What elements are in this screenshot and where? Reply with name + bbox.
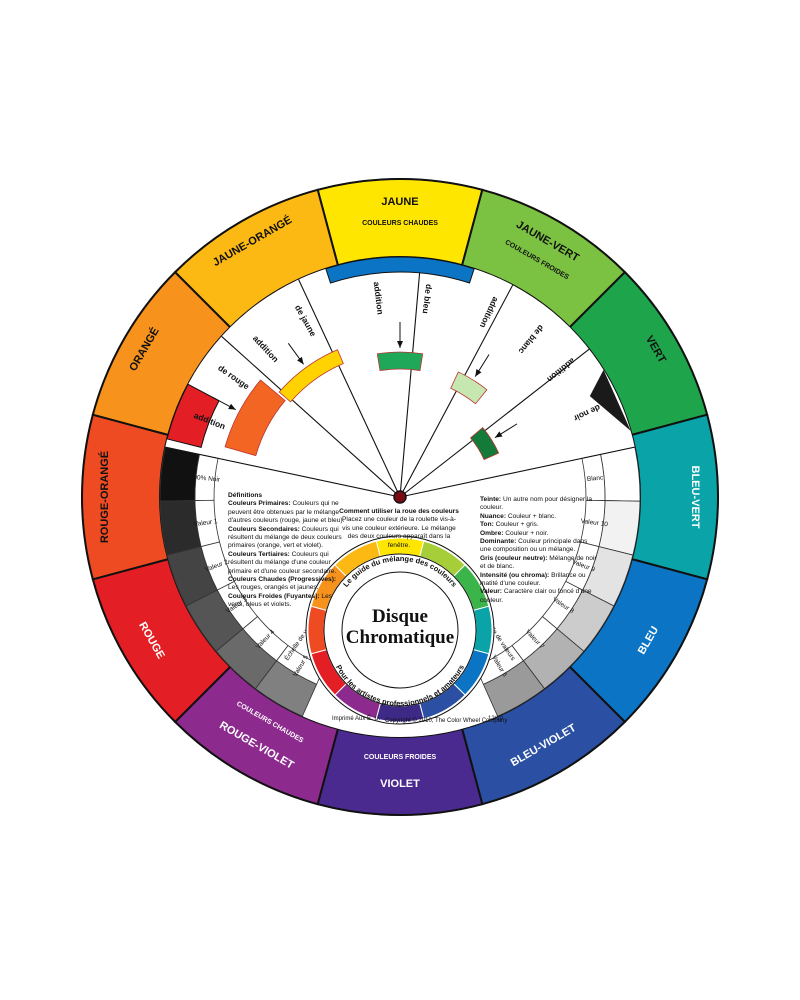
left-value-cell bbox=[194, 499, 221, 548]
outer-label-jaune: JAUNE bbox=[381, 196, 418, 208]
definition-term: Couleurs Chaudes (Progressives): bbox=[228, 576, 337, 584]
definition-text: Mélange de noir et de blanc. bbox=[480, 554, 597, 571]
definition-text: Brillance ou matité d'une couleur. bbox=[480, 571, 586, 588]
definition-entry: Couleurs Tertiaires: Couleurs qui résult… bbox=[228, 551, 346, 576]
outer-label-violet: VIOLET bbox=[380, 778, 420, 790]
definition-term: Couleurs Froides (Fuyantes): bbox=[228, 592, 320, 600]
definitions-right: Teinte: Un autre nom pour désigner la co… bbox=[480, 496, 598, 605]
window-addition-label: addition bbox=[372, 281, 386, 315]
window-of-label: de bleu bbox=[421, 283, 435, 314]
definition-entry: Valeur: Caractère clair ou foncé d'une c… bbox=[480, 588, 598, 605]
disk-title-line2: Chromatique bbox=[346, 627, 454, 648]
definition-entry: Teinte: Un autre nom pour désigner la co… bbox=[480, 496, 598, 513]
print-code: 12/10 bbox=[488, 716, 504, 722]
right-value-label: Blanc bbox=[587, 474, 605, 483]
definition-term: Ton: bbox=[480, 521, 494, 529]
definition-term: Teinte: bbox=[480, 496, 502, 503]
outer-sublabel-jaune: COULEURS CHAUDES bbox=[362, 220, 438, 227]
left-value-label: Valeur 1 bbox=[194, 518, 219, 528]
definition-text: Couleur principale dans une composition … bbox=[480, 538, 588, 554]
definition-text: Les rouges, orangés et jaunes. bbox=[228, 584, 319, 592]
definition-entry: Définitions bbox=[228, 492, 346, 500]
pointer-line bbox=[399, 257, 422, 498]
left-value-cell bbox=[242, 615, 289, 662]
definition-text: Couleur + gris. bbox=[493, 521, 539, 529]
definition-entry: Nuance: Couleur + blanc. bbox=[480, 513, 598, 521]
definition-entry: Ombre: Couleur + noir. bbox=[480, 530, 598, 538]
definition-text: Couleur + noir. bbox=[503, 529, 549, 537]
definition-term: Couleurs Tertiaires: bbox=[228, 550, 290, 558]
disk-title-line1: Disque bbox=[372, 606, 428, 627]
definition-term: Valeur: bbox=[480, 588, 502, 596]
definition-entry: Couleurs Primaires: Couleurs qui ne peuv… bbox=[228, 500, 346, 525]
inner-color-wheel[interactable] bbox=[305, 535, 495, 725]
outer-label-bleu-vert: BLEU-VERT bbox=[689, 466, 701, 529]
outer-sublabel-violet: COULEURS FROIDES bbox=[364, 754, 437, 761]
definition-entry: Dominante: Couleur principale dans une c… bbox=[480, 538, 598, 555]
window-arrowhead bbox=[397, 341, 403, 348]
outer-segment-bleu-vert bbox=[630, 413, 719, 581]
window-arrowhead bbox=[297, 356, 304, 365]
definition-text: Un autre nom pour désigner la couleur. bbox=[480, 496, 593, 512]
left-value-label: 100% Noir bbox=[189, 474, 221, 484]
definition-entry: Intensité (ou chroma): Brillance ou mati… bbox=[480, 572, 598, 589]
pointer-line bbox=[399, 446, 635, 498]
right-value-label: Valeur 10 bbox=[580, 518, 608, 529]
definition-entry: Ton: Couleur + gris. bbox=[480, 521, 598, 529]
copyright-note: Copyright © 2010, The Color Wheel Compan… bbox=[385, 717, 507, 724]
definition-term: Intensité (ou chroma): bbox=[480, 571, 550, 579]
definition-term: Ombre: bbox=[480, 529, 504, 537]
definition-entry: Couleurs Froides (Fuyantes): Les verts, … bbox=[228, 593, 346, 610]
window-arrowhead bbox=[494, 431, 503, 438]
how-to-use: Comment utiliser la roue des couleurs Pl… bbox=[338, 508, 460, 550]
black-wedge bbox=[589, 369, 631, 431]
printed-note: Imprimé Aux É. U. bbox=[332, 715, 381, 722]
definition-text: Couleur + blanc. bbox=[506, 512, 557, 520]
pointer-line bbox=[165, 446, 401, 498]
definition-term: Couleurs Primaires: bbox=[228, 500, 291, 508]
definition-entry: Couleurs Secondaires: Couleurs qui résul… bbox=[228, 526, 346, 551]
definition-term: Nuance: bbox=[480, 512, 507, 520]
definition-entry: Couleurs Chaudes (Progressives): Les rou… bbox=[228, 576, 346, 593]
definition-text: Caractère clair ou foncé d'une couleur. bbox=[480, 588, 592, 604]
window-pointers bbox=[165, 256, 635, 498]
outer-segment-rouge-orange bbox=[81, 413, 170, 581]
pointer-line bbox=[399, 348, 590, 498]
mix-window-de-jaune bbox=[278, 349, 344, 403]
outer-segment-violet bbox=[316, 727, 484, 816]
definition-text: Couleurs qui résultent du mélange d'une … bbox=[228, 550, 337, 575]
definition-text: Couleurs qui ne peuvent être obtenues pa… bbox=[228, 500, 345, 525]
how-to-body: Placez une couleur de la roulette vis-à-… bbox=[342, 516, 456, 549]
mix-window-de-noir bbox=[469, 427, 500, 461]
outer-label-rouge-orange: ROUGE-ORANGÉ bbox=[98, 451, 111, 543]
pointer-line bbox=[298, 279, 401, 498]
definition-term: Dominante: bbox=[480, 538, 517, 546]
left-value-cell bbox=[216, 580, 259, 630]
definition-term: Gris (couleur neutre): bbox=[480, 554, 548, 562]
mix-window-de-rouge bbox=[224, 379, 286, 457]
window-arrowhead bbox=[475, 369, 482, 377]
definition-entry: Gris (couleur neutre): Mélange de noir e… bbox=[480, 555, 598, 572]
right-grey-swatch bbox=[600, 446, 641, 502]
left-value-cell bbox=[200, 541, 235, 591]
mix-window-de-bleu bbox=[376, 351, 424, 372]
center-pivot bbox=[393, 490, 407, 504]
how-to-title: Comment utiliser la roue des couleurs bbox=[339, 508, 459, 515]
pointer-line bbox=[221, 335, 401, 498]
definition-text: Couleurs qui résultent du mélange de deu… bbox=[228, 525, 342, 550]
mix-window-de-blanc bbox=[450, 371, 488, 405]
definition-text: Les verts, bleus et violets. bbox=[228, 592, 333, 609]
definition-term: Définitions bbox=[228, 492, 263, 499]
definition-term: Couleurs Secondaires: bbox=[228, 525, 300, 533]
top-blue-band bbox=[325, 256, 475, 284]
window-arrowhead bbox=[228, 403, 236, 410]
